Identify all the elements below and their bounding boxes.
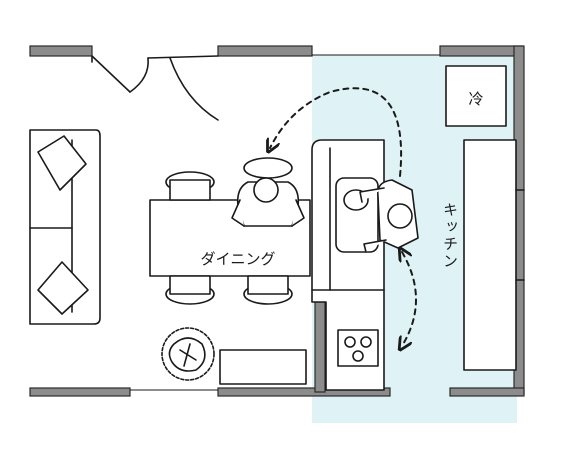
arrow-icon — [270, 87, 417, 346]
door-swing-icon — [91, 55, 219, 121]
stove-icon — [337, 329, 379, 367]
sink-icon — [335, 177, 379, 253]
dining-chairs — [165, 157, 293, 305]
dining-label: ダイニング — [200, 250, 275, 268]
walls — [29, 45, 525, 397]
person-icon — [359, 179, 419, 253]
fridge: 冷 — [445, 65, 507, 127]
low-cabinet — [219, 349, 307, 385]
fridge-label: 冷 — [468, 90, 483, 108]
storage-cabinet — [463, 139, 525, 371]
plant-icon — [161, 327, 215, 381]
person-icon — [231, 177, 305, 227]
sofa-icon — [29, 129, 101, 325]
kitchen-label: キッチン — [441, 202, 459, 270]
